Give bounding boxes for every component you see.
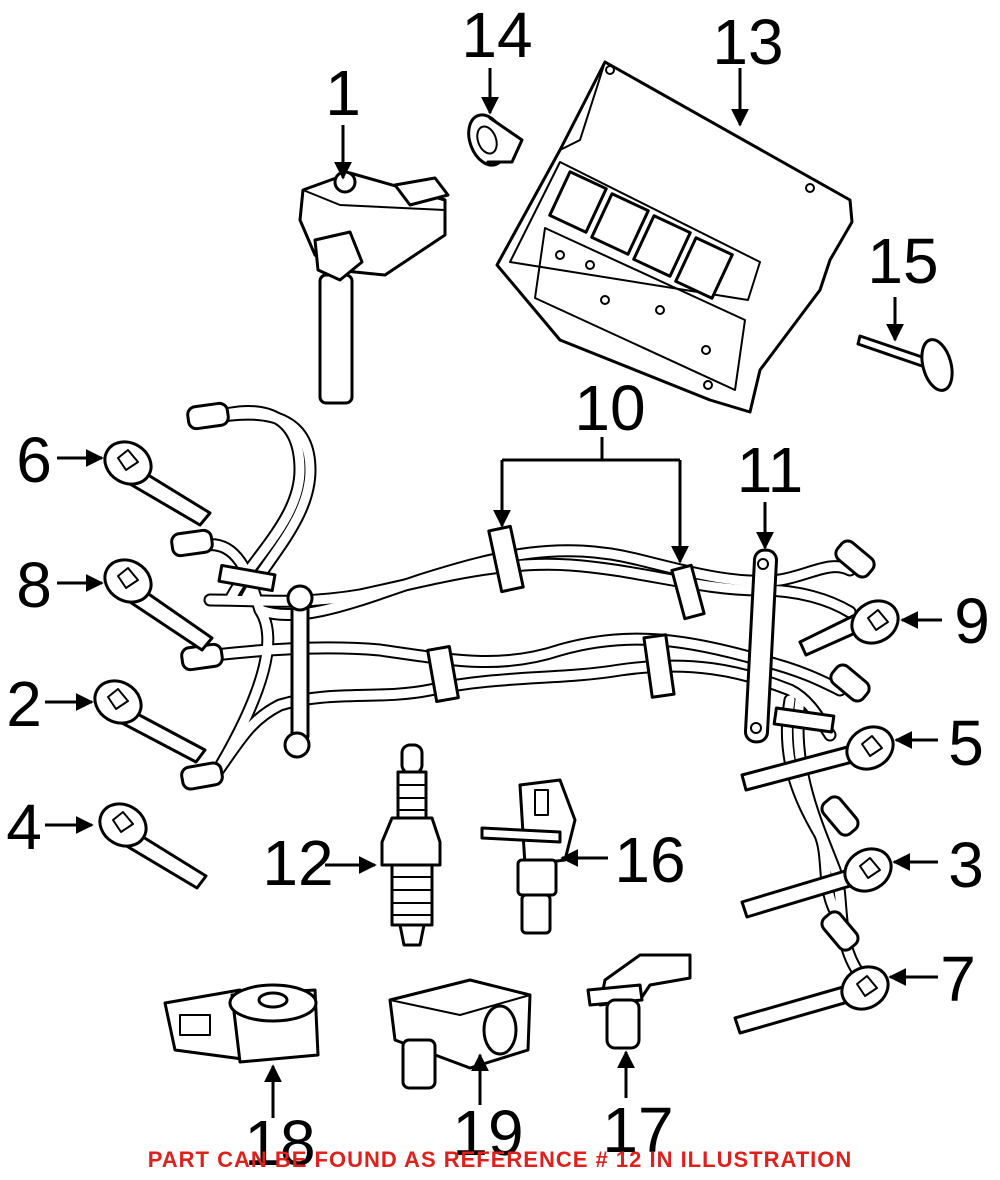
push-pin xyxy=(856,334,954,392)
callout-10: 10 xyxy=(574,372,645,444)
callout-18: 18 xyxy=(244,1107,315,1179)
wire-bracket xyxy=(744,548,778,744)
plug-boot-3 xyxy=(740,847,893,919)
leader-lines xyxy=(45,68,942,1118)
callout-11: 11 xyxy=(737,434,803,506)
callout-14: 14 xyxy=(461,0,532,71)
ignition-wire-harness xyxy=(170,401,876,982)
engine-control-module xyxy=(495,60,854,414)
spark-plug xyxy=(380,743,442,947)
callout-8: 8 xyxy=(16,549,52,621)
callout-9: 9 xyxy=(954,585,990,657)
plug-boot-8 xyxy=(103,558,214,652)
plug-boot-4 xyxy=(98,802,208,890)
reference-note: PART CAN BE FOUND AS REFERENCE # 12 IN I… xyxy=(147,1147,853,1172)
callout-3: 3 xyxy=(948,829,984,901)
callout-labels: 1 14 13 15 10 11 6 8 2 4 9 5 3 7 12 16 1… xyxy=(6,0,990,1179)
callout-1: 1 xyxy=(325,57,361,129)
ignition-coil xyxy=(298,170,450,405)
callout-4: 4 xyxy=(6,791,42,863)
plug-boot-left-group xyxy=(93,440,214,890)
plug-boot-6 xyxy=(103,440,212,527)
wire-separators xyxy=(217,524,836,759)
knock-sensor xyxy=(163,983,320,1064)
crankshaft-sensor xyxy=(586,953,692,1050)
callout-13: 13 xyxy=(712,6,783,78)
grommet xyxy=(467,113,524,167)
module-connectors xyxy=(548,170,734,300)
callout-2: 2 xyxy=(6,668,42,740)
callout-16: 16 xyxy=(614,824,685,896)
map-sensor xyxy=(388,978,532,1090)
callout-12: 12 xyxy=(262,827,333,899)
callout-17: 17 xyxy=(602,1094,673,1166)
plug-boot-5 xyxy=(740,725,895,792)
callout-19: 19 xyxy=(452,1097,523,1169)
plug-boot-2 xyxy=(93,679,207,764)
plug-boot-9 xyxy=(798,599,900,657)
camshaft-sensor xyxy=(480,778,577,935)
callout-15: 15 xyxy=(867,225,938,297)
plug-boot-right-group xyxy=(733,599,900,1035)
callout-5: 5 xyxy=(948,707,984,779)
callout-7: 7 xyxy=(940,943,976,1015)
callout-6: 6 xyxy=(16,424,52,496)
plug-boot-7 xyxy=(733,965,890,1035)
